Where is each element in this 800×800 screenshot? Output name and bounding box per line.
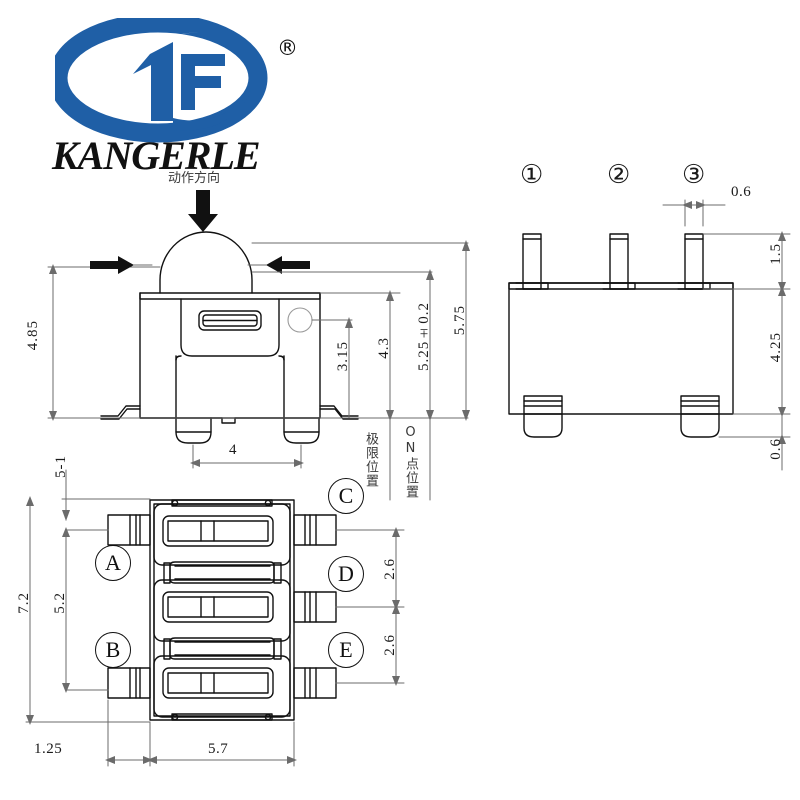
dim-free-height: 5.75: [452, 305, 468, 336]
dim-terminal-span: 5.2: [52, 592, 68, 614]
dim-overall-width: 7.2: [16, 592, 32, 614]
dim-body-length: 5.7: [208, 741, 229, 757]
pin-callout-2: ②: [607, 160, 631, 190]
dim-pitch-top: 2.6: [382, 558, 398, 580]
dim-tab-height: 3.15: [335, 341, 351, 372]
side-view-geometry: [508, 233, 734, 438]
limit-position-label: 极限位置: [363, 432, 378, 488]
dim-boss-height: 0.6: [768, 438, 784, 460]
pin-callout-1: ①: [520, 160, 544, 190]
front-view-direction-arrows: [90, 256, 310, 274]
dim-overall-height: 4.85: [25, 320, 41, 351]
terminal-callout-d: D: [328, 556, 364, 592]
terminal-callout-b: B: [95, 632, 131, 668]
dim-on-point: 5.25±0.2: [416, 302, 432, 371]
dim-pitch-bottom: 2.6: [382, 634, 398, 656]
bottom-view-dims: [25, 469, 405, 767]
front-view-dim-4: [190, 444, 304, 469]
dim-pin-height: 1.5: [768, 243, 784, 265]
registered-trademark-icon: ®: [277, 36, 298, 60]
dim-left-edge-note: 5-1: [53, 455, 69, 478]
action-direction-label: 动作方向: [168, 171, 221, 186]
dim-pin-width: 0.6: [731, 184, 752, 200]
on-point-position-label: ON点位置: [403, 425, 418, 499]
pin-callout-3: ③: [682, 160, 706, 190]
dim-terminal-length: 1.25: [34, 741, 63, 757]
kangerle-oval-logo: [55, 18, 268, 143]
terminal-callout-c: C: [328, 478, 364, 514]
brand-logo: ®: [55, 18, 298, 178]
front-view-right-dims: [100, 240, 470, 501]
brand-name: KANGERLE: [52, 133, 261, 178]
action-direction-arrow: [188, 190, 218, 232]
dim-pin-pitch: 4: [229, 442, 237, 458]
terminal-callout-a: A: [95, 545, 131, 581]
terminal-callout-e: E: [328, 632, 364, 668]
dim-body-height: 4.25: [768, 332, 784, 363]
front-view-dim-4_85: [47, 264, 161, 421]
bottom-view-geometry: [107, 499, 337, 721]
side-view-dims: [662, 199, 791, 471]
front-view-geometry: [100, 231, 359, 444]
dim-limit-travel: 4.3: [376, 337, 392, 359]
